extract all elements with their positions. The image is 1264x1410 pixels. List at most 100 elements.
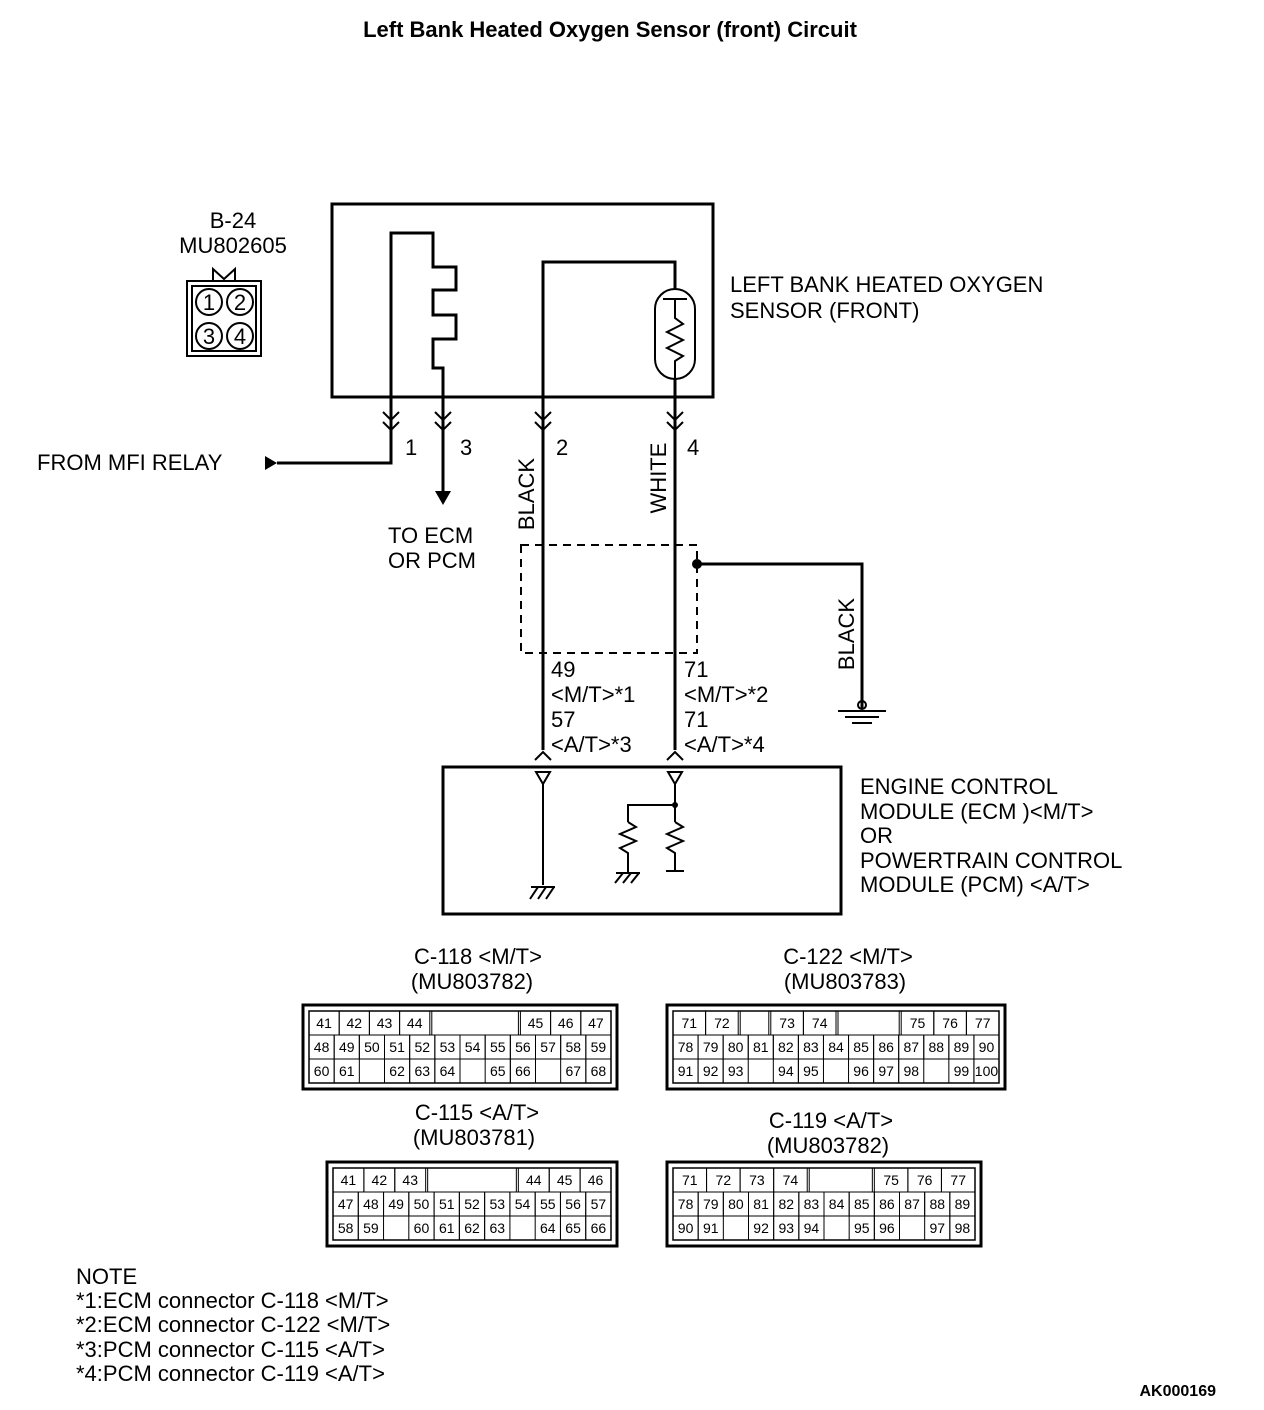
pin-number: 75 <box>883 1172 899 1188</box>
pin-number: 46 <box>558 1015 574 1031</box>
sensor-heater-element <box>389 231 458 432</box>
pin-number: 45 <box>528 1015 544 1031</box>
pin-number: 57 <box>591 1196 607 1212</box>
wire-color-black: BLACK <box>514 458 539 530</box>
sensor-pin-3: 3 <box>460 435 472 460</box>
pin-number: 95 <box>803 1063 819 1079</box>
pin-number: 87 <box>904 1196 920 1212</box>
sensor-pin-2: 2 <box>556 435 568 460</box>
sensor-connector-pin: 1 <box>203 290 215 315</box>
connector-key-gap <box>739 1010 770 1036</box>
pin-number: 92 <box>753 1220 769 1236</box>
pin-number: 72 <box>714 1015 730 1031</box>
pin-number: 73 <box>749 1172 765 1188</box>
pin-number: 43 <box>402 1172 418 1188</box>
pin-number: 97 <box>878 1063 894 1079</box>
pin-number: 59 <box>591 1039 607 1055</box>
pin-number: 99 <box>954 1063 970 1079</box>
connector-arrows-ecm <box>534 750 684 761</box>
pin-number: 98 <box>955 1220 971 1236</box>
pin-number: 93 <box>728 1063 744 1079</box>
pin-number: 52 <box>464 1196 480 1212</box>
pin-number: 58 <box>338 1220 354 1236</box>
pin-number: 84 <box>829 1196 845 1212</box>
pin-number: 72 <box>716 1172 732 1188</box>
pin-number: 74 <box>812 1015 828 1031</box>
pin-number: 77 <box>950 1172 966 1188</box>
sensor-pin-4: 4 <box>687 435 699 460</box>
sensor-connector-pin: 3 <box>203 324 215 349</box>
pin-number: 61 <box>439 1220 455 1236</box>
pin-number: 53 <box>489 1196 505 1212</box>
note-line: *4:PCM connector C-119 <A/T> <box>76 1361 385 1386</box>
ecm-pin-left: 57 <box>551 707 575 732</box>
ground-icon <box>838 700 886 724</box>
pin-number: 55 <box>540 1196 556 1212</box>
pin-number: 64 <box>440 1063 456 1079</box>
pin-number: 48 <box>314 1039 330 1055</box>
pin-number: 59 <box>363 1220 379 1236</box>
pin-number: 65 <box>565 1220 581 1236</box>
pin-number: 81 <box>753 1039 769 1055</box>
pin-number: 54 <box>465 1039 481 1055</box>
pin-number: 60 <box>314 1063 330 1079</box>
pin-number: 92 <box>703 1063 719 1079</box>
pin-number: 58 <box>565 1039 581 1055</box>
note-line: *1:ECM connector C-118 <M/T> <box>76 1288 389 1313</box>
connector-c119-part: (MU803782) <box>767 1133 889 1158</box>
pin-number: 82 <box>778 1196 794 1212</box>
connector-key-gap <box>427 1167 517 1193</box>
pin-number: 83 <box>804 1196 820 1212</box>
pin-number: 49 <box>388 1196 404 1212</box>
pin-number: 90 <box>979 1039 995 1055</box>
wire-shield <box>520 544 698 654</box>
sensor-label-line1: LEFT BANK HEATED OXYGEN <box>730 272 1043 297</box>
pin-number: 86 <box>879 1196 895 1212</box>
shield-ground-wire <box>697 562 864 708</box>
connector-c122-part: (MU803783) <box>784 969 906 994</box>
pin-number: 60 <box>414 1220 430 1236</box>
ecm-pin-right: 71 <box>684 657 708 682</box>
sensor-pin-1: 1 <box>405 435 417 460</box>
pin-number: 96 <box>879 1220 895 1236</box>
pin-number: 67 <box>565 1063 581 1079</box>
pin-number: 48 <box>363 1196 379 1212</box>
pin-number: 46 <box>588 1172 604 1188</box>
pin-number: 49 <box>339 1039 355 1055</box>
pin-number: 90 <box>678 1220 694 1236</box>
ecm-box <box>441 765 843 916</box>
pin-number: 57 <box>540 1039 556 1055</box>
pin-number: 100 <box>975 1063 999 1079</box>
connector-arrows-sensor <box>382 411 684 432</box>
pin-number: 82 <box>778 1039 794 1055</box>
pin-number: 52 <box>414 1039 430 1055</box>
ecm-pin-left: <M/T>*1 <box>551 682 635 707</box>
relay-arrow-icon <box>265 456 277 470</box>
sensor-connector-part: MU802605 <box>179 233 287 258</box>
sensor-connector-icon: 1 2 3 4 <box>186 266 262 357</box>
connector-outline <box>665 1003 1007 1091</box>
pin-number: 91 <box>678 1063 694 1079</box>
pin-number: 84 <box>828 1039 844 1055</box>
figure-id: AK000169 <box>1140 1383 1217 1400</box>
pin-number: 96 <box>853 1063 869 1079</box>
pin-number: 41 <box>316 1015 332 1031</box>
pin-number: 89 <box>955 1196 971 1212</box>
ecm-pin-right: <A/T>*4 <box>684 732 765 757</box>
pin-number: 79 <box>703 1196 719 1212</box>
pin-number: 71 <box>682 1015 698 1031</box>
pin-number: 54 <box>515 1196 531 1212</box>
pin-number: 53 <box>440 1039 456 1055</box>
connector-c119-id: C-119 <A/T> <box>769 1108 893 1133</box>
to-ecm-arrow-icon <box>435 491 451 505</box>
from-mfi-relay-label: FROM MFI RELAY <box>37 450 223 475</box>
pin-number: 71 <box>682 1172 698 1188</box>
note-line: *2:ECM connector C-122 <M/T> <box>76 1312 390 1337</box>
ecm-pin-left: <A/T>*3 <box>551 732 632 757</box>
pin-number: 47 <box>338 1196 354 1212</box>
relay-wire <box>277 432 393 465</box>
